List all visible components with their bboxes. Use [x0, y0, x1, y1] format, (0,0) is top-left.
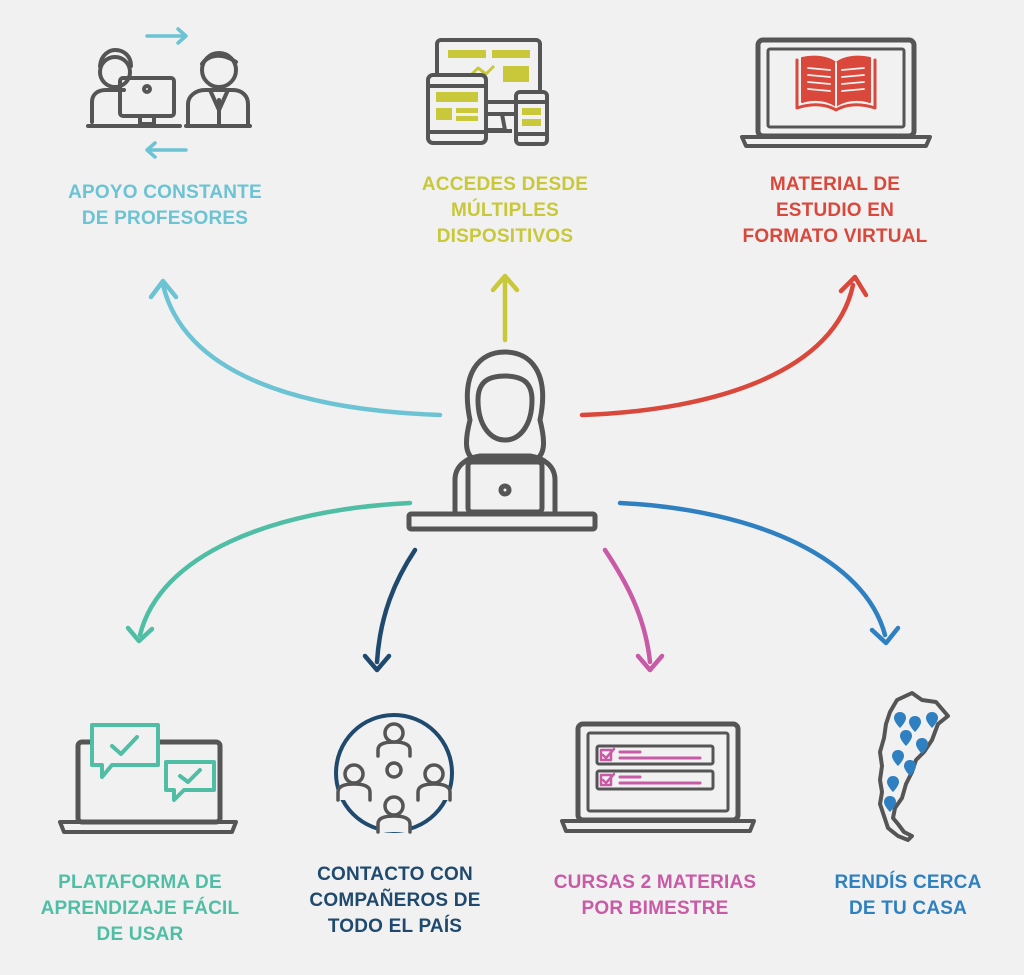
label-line: APOYO CONSTANTE	[68, 182, 262, 203]
arrow-to-two-subjects	[602, 547, 665, 673]
label-line: COMPAÑEROS DE	[309, 890, 481, 911]
label-easy-platform: PLATAFORMA DE APRENDIZAJE FÁCIL DE USAR	[10, 870, 270, 948]
argentina-map-pins-icon	[878, 691, 950, 842]
label-line: MÚLTIPLES	[450, 200, 560, 221]
arrow-to-virtual-material	[579, 274, 869, 418]
label-line: ESTUDIO EN	[775, 200, 895, 221]
arrow-to-exams-near-home	[617, 500, 901, 646]
label-teacher-support: APOYO CONSTANTE DE PROFESORES	[20, 180, 310, 232]
laptop-open-book-icon	[740, 37, 932, 148]
label-exams-near-home: RENDÍS CERCA DE TU CASA	[800, 870, 1016, 922]
multiple-devices-icon	[426, 38, 549, 146]
label-classmates: CONTACTO CON COMPAÑEROS DE TODO EL PAÍS	[280, 862, 510, 940]
label-virtual-material: MATERIAL DE ESTUDIO EN FORMATO VIRTUAL	[690, 172, 980, 250]
arrow-to-easy-platform	[125, 500, 413, 644]
label-line: MATERIAL DE	[769, 174, 901, 195]
label-line: RENDÍS CERCA	[834, 872, 982, 893]
label-line: CURSAS 2 MATERIAS	[553, 872, 757, 893]
laptop-checklist-icon	[560, 721, 756, 833]
label-line: DE TU CASA	[848, 898, 968, 919]
label-devices: ACCEDES DESDE MÚLTIPLES DISPOSITIVOS	[360, 172, 650, 250]
label-line: DISPOSITIVOS	[436, 226, 574, 247]
label-line: APRENDIZAJE FÁCIL	[40, 898, 240, 919]
label-two-subjects: CURSAS 2 MATERIAS POR BIMESTRE	[520, 870, 790, 922]
label-line: TODO EL PAÍS	[327, 916, 463, 937]
group-network-icon	[334, 713, 454, 834]
teacher-student-exchange-icon	[86, 27, 252, 159]
label-line: PLATAFORMA DE	[58, 872, 222, 893]
label-line: FORMATO VIRTUAL	[742, 226, 928, 247]
arrow-to-classmates	[362, 547, 418, 673]
laptop-chat-check-icon	[58, 723, 238, 834]
arrow-to-devices	[490, 273, 520, 343]
label-line: CONTACTO CON	[317, 864, 473, 885]
student-with-laptop-icon	[406, 349, 598, 532]
arrow-to-teacher-support	[148, 278, 443, 418]
label-line: ACCEDES DESDE	[421, 174, 589, 195]
label-line: POR BIMESTRE	[581, 898, 729, 919]
label-line: DE USAR	[96, 924, 184, 945]
label-line: DE PROFESORES	[81, 208, 249, 229]
